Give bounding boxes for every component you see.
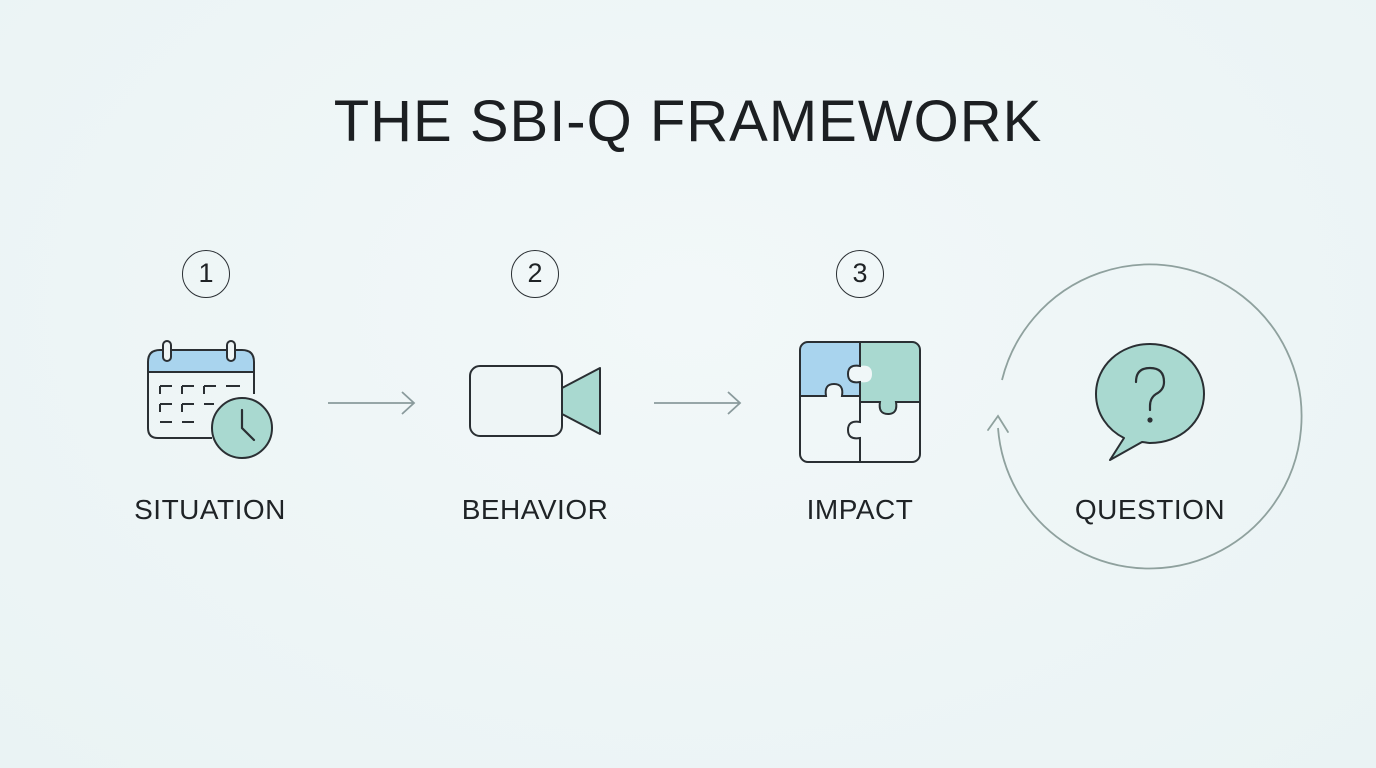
step-2-label: BEHAVIOR bbox=[461, 494, 609, 525]
arrow-2-icon bbox=[654, 391, 742, 415]
step-1-label: SITUATION bbox=[134, 494, 286, 525]
step-4-label: QUESTION bbox=[1074, 494, 1226, 525]
step-2-number: 2 bbox=[511, 250, 559, 298]
arrow-1-icon bbox=[328, 391, 416, 415]
step-3-label: IMPACT bbox=[806, 494, 914, 525]
cycle-loop-icon bbox=[987, 263, 1303, 570]
step-1-number: 1 bbox=[182, 250, 230, 298]
puzzle-icon bbox=[799, 341, 921, 463]
page-title: THE SBI-Q FRAMEWORK bbox=[333, 89, 1043, 154]
question-bubble-icon bbox=[1095, 343, 1205, 461]
step-3-number: 3 bbox=[836, 250, 884, 298]
video-camera-icon bbox=[469, 365, 601, 437]
calendar-clock-icon bbox=[147, 340, 273, 459]
